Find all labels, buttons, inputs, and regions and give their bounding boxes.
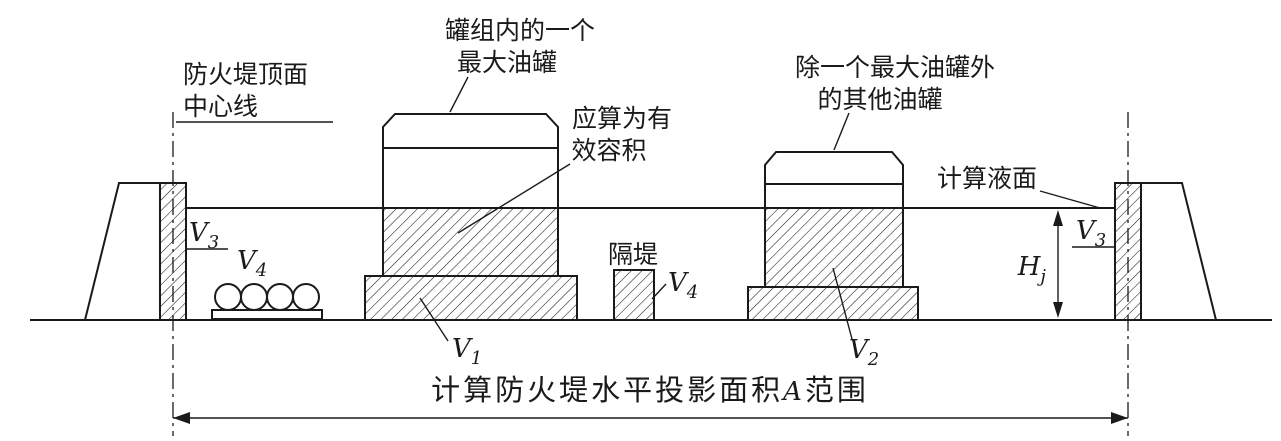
hj-dimension: Hj xyxy=(1017,210,1063,318)
pipe-sleeper xyxy=(211,309,323,320)
bottom-dimension: 计算防火堤水平投影面积A范围 xyxy=(173,374,1128,424)
leader-v4-partition xyxy=(651,283,667,300)
partition-dike-block xyxy=(613,269,655,321)
label-dike-centerline-line1: 防火堤顶面 xyxy=(183,61,308,89)
pipe-group xyxy=(211,283,323,320)
label-v4-partition: V4 xyxy=(668,268,698,303)
other-tank-foundation xyxy=(747,286,919,321)
largest-tank xyxy=(364,113,578,321)
leader-liquid-level xyxy=(1039,190,1101,209)
pipe-2 xyxy=(240,283,268,311)
label-effective-volume-line1: 应算为有 xyxy=(572,105,672,133)
label-other-tanks-line2: 的其他油罐 xyxy=(817,86,942,114)
leader-v1 xyxy=(419,297,449,342)
leader-v2 xyxy=(832,267,853,340)
arrow-down-icon xyxy=(1053,302,1063,318)
label-largest-tank-line1: 罐组内的一个 xyxy=(445,17,595,45)
leader-other-tanks xyxy=(833,112,850,151)
largest-tank-effective-volume-hatched xyxy=(382,207,559,277)
other-tank xyxy=(747,151,919,321)
label-v3-right: V3 xyxy=(1076,216,1106,251)
other-tank-effective-volume-hatched xyxy=(764,207,904,288)
left-dike xyxy=(84,182,187,321)
label-largest-tank-line2: 最大油罐 xyxy=(457,49,557,77)
label-v3-left: V3 xyxy=(189,218,219,253)
pipe-4 xyxy=(292,283,320,311)
leader-effective-volume xyxy=(457,163,571,234)
label-effective-volume-line2: 效容积 xyxy=(571,137,646,165)
arrow-up-icon xyxy=(1053,210,1063,226)
label-projection-area: 计算防火堤水平投影面积A范围 xyxy=(431,374,869,407)
largest-tank-roof xyxy=(382,113,559,149)
other-tank-roof xyxy=(764,151,904,185)
largest-tank-foundation xyxy=(364,275,578,321)
arrow-left-icon xyxy=(173,412,190,424)
pipe-1 xyxy=(214,283,242,311)
label-v2: V2 xyxy=(849,335,879,370)
pipe-3 xyxy=(266,283,294,311)
leader-largest-tank xyxy=(449,76,469,113)
label-v4-pipes: V4 xyxy=(237,246,267,281)
label-v1: V1 xyxy=(452,334,482,369)
label-other-tanks-line1: 除一个最大油罐外 xyxy=(795,54,995,82)
label-partition-dike: 隔堤 xyxy=(608,241,658,269)
label-dike-centerline-line2: 中心线 xyxy=(183,93,258,121)
label-liquid-level: 计算液面 xyxy=(937,165,1037,193)
arrow-right-icon xyxy=(1111,412,1128,424)
label-hj: Hj xyxy=(1017,252,1047,287)
right-dike xyxy=(1114,182,1217,321)
